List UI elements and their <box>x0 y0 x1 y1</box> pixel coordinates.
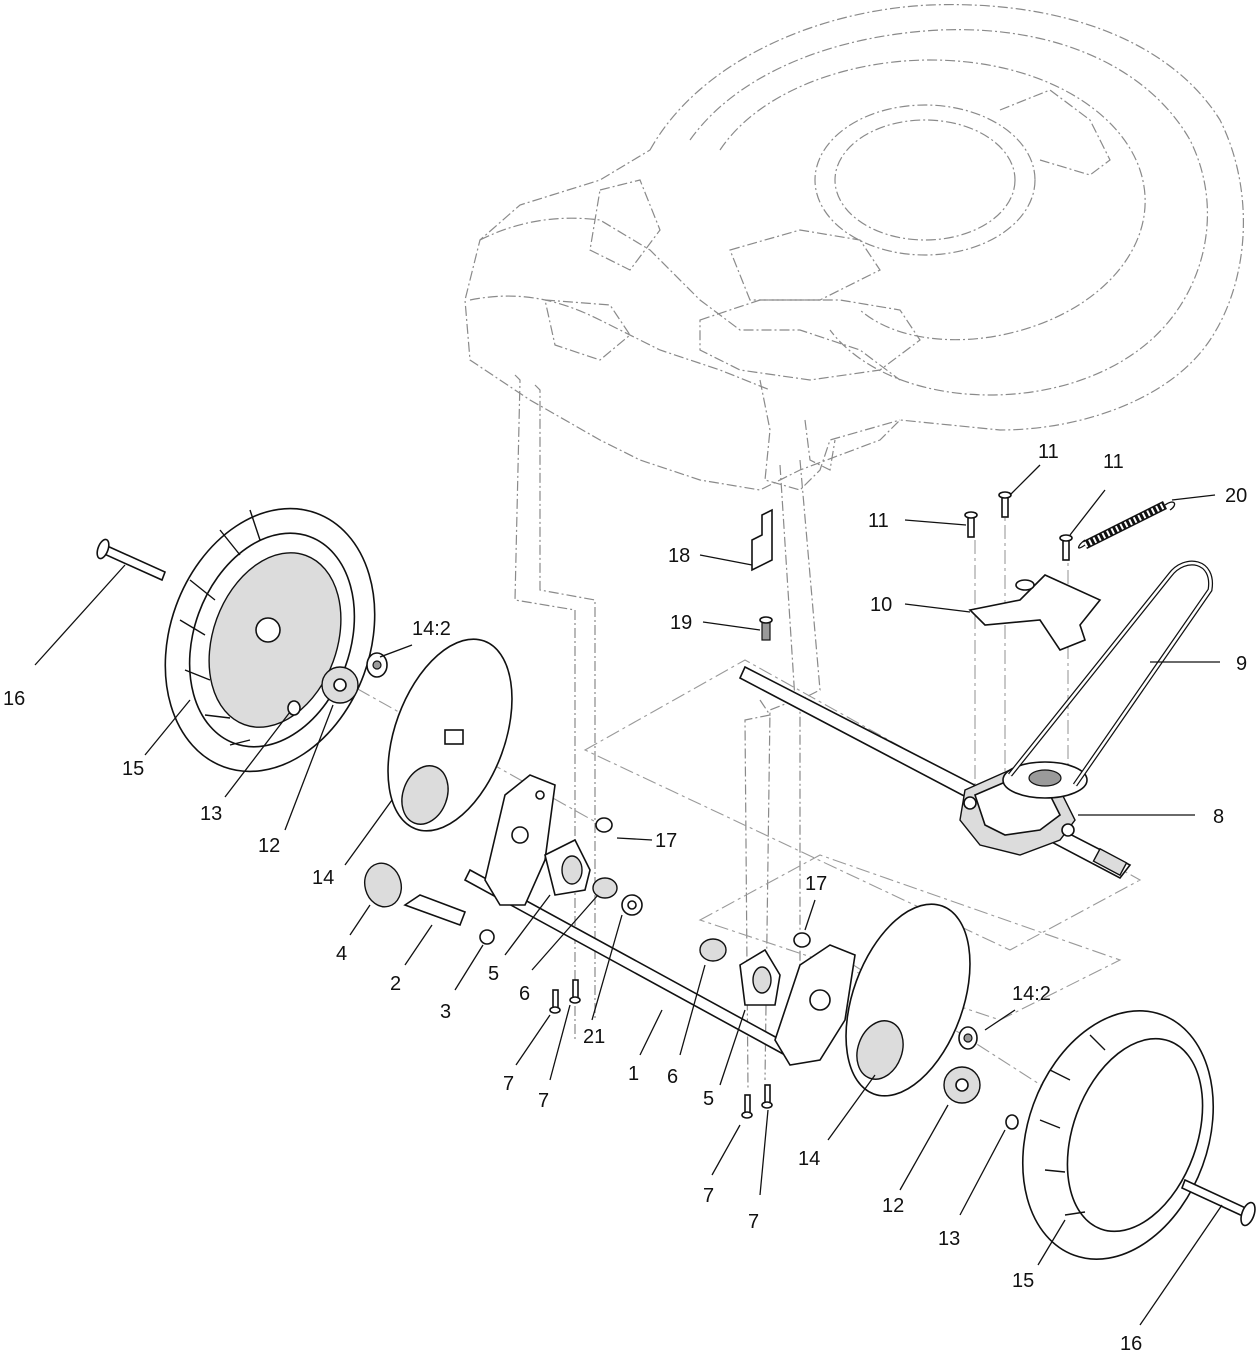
callout-2: 2 <box>390 973 401 995</box>
callout-12-left: 12 <box>258 835 280 857</box>
callout-labels: 1 2 3 4 5 5 6 6 7 7 7 7 8 9 10 11 11 11 … <box>3 441 1247 1355</box>
callout-15-right: 15 <box>1012 1270 1034 1292</box>
callout-16-right: 16 <box>1120 1333 1142 1355</box>
left-pinion <box>287 652 388 716</box>
callout-11-c: 11 <box>1103 451 1124 473</box>
mower-deck-phantom <box>464 3 1244 1091</box>
gearbox <box>959 761 1088 856</box>
callout-3: 3 <box>440 1001 451 1023</box>
left-hub-bearing <box>544 817 643 916</box>
callout-7-a: 7 <box>503 1073 514 1095</box>
callout-14-left: 14 <box>312 867 334 889</box>
callout-17-left: 17 <box>655 830 677 852</box>
callout-14-2-left: 14:2 <box>412 618 451 640</box>
mounting-bracket <box>968 574 1102 651</box>
callout-8: 8 <box>1213 806 1224 828</box>
right-gear-cover <box>845 903 971 1097</box>
left-axle-bolt <box>96 538 167 582</box>
left-gear-cover <box>387 638 513 832</box>
bolts-11 <box>964 491 1073 561</box>
right-pinion <box>943 1026 1019 1130</box>
callout-13-left: 13 <box>200 803 222 825</box>
callout-16-left: 16 <box>3 688 25 710</box>
right-axle-bolt <box>1180 1178 1256 1227</box>
callout-7-b: 7 <box>538 1090 549 1112</box>
callout-10: 10 <box>870 594 892 616</box>
callout-15-left: 15 <box>122 758 144 780</box>
callout-14-2-right: 14:2 <box>1012 983 1051 1005</box>
drive-belt <box>1008 560 1213 787</box>
height-adjuster <box>364 862 495 945</box>
callout-21: 21 <box>583 1026 605 1048</box>
clip-bracket <box>751 508 773 641</box>
left-mounting-plate <box>484 774 556 906</box>
callout-13-right: 13 <box>938 1228 960 1250</box>
callout-14-right: 14 <box>798 1148 820 1170</box>
callout-20: 20 <box>1225 485 1247 507</box>
right-hub-bearing <box>699 932 811 1006</box>
right-mounting-plate <box>774 944 856 1066</box>
callout-4: 4 <box>336 943 347 965</box>
right-wheel <box>1021 1010 1215 1260</box>
callout-7-c: 7 <box>703 1185 714 1207</box>
leader-lines <box>34 464 1223 1326</box>
callout-5-left: 5 <box>488 963 499 985</box>
callout-5-right: 5 <box>703 1088 714 1110</box>
callout-12-right: 12 <box>882 1195 904 1217</box>
callout-6-right: 6 <box>667 1066 678 1088</box>
callout-11-b: 11 <box>1038 441 1059 463</box>
callout-17-right: 17 <box>805 873 827 895</box>
callout-1: 1 <box>628 1063 639 1085</box>
extension-spring <box>1077 500 1176 550</box>
callout-18: 18 <box>668 545 690 567</box>
callout-11-a: 11 <box>868 510 889 532</box>
callout-6-left: 6 <box>519 983 530 1005</box>
left-wheel <box>164 507 376 773</box>
screws-7 <box>549 979 773 1119</box>
callout-7-d: 7 <box>748 1211 759 1233</box>
callout-19: 19 <box>670 612 692 634</box>
callout-9: 9 <box>1236 653 1247 675</box>
